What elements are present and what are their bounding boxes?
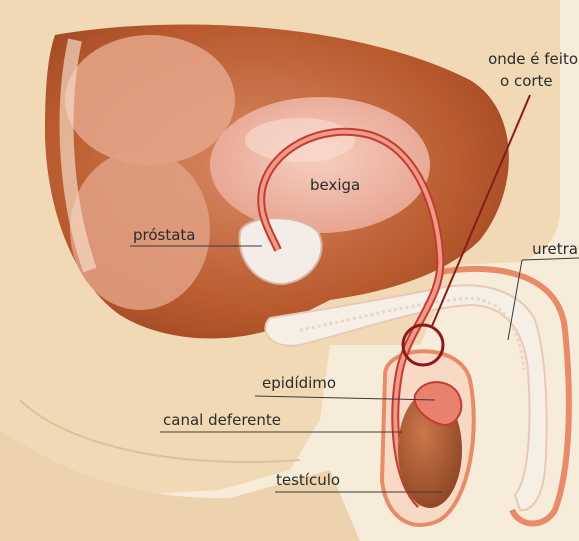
label-epididymis: epidídimo — [262, 374, 336, 392]
bladder — [210, 97, 430, 233]
label-testicle: testículo — [276, 471, 340, 489]
label-bladder: bexiga — [310, 176, 360, 194]
label-prostate: próstata — [133, 226, 196, 244]
label-vas-deferens: canal deferente — [163, 411, 281, 429]
label-cut-line1: onde é feito — [488, 50, 578, 68]
label-urethra: uretra — [532, 240, 578, 258]
intestine-upper — [65, 35, 235, 165]
label-cut-line2: o corte — [500, 72, 553, 90]
